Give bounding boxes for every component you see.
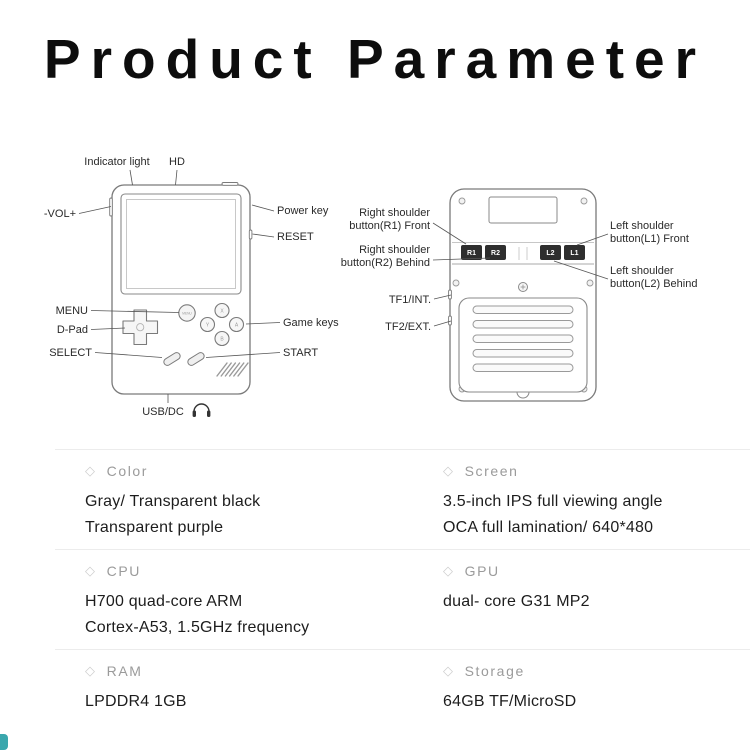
device-diagram: MENU X A B Y: [44, 156, 698, 418]
spec-header: ◇ GPU: [443, 563, 750, 579]
spec-value-line: 64GB TF/MicroSD: [443, 693, 577, 710]
spec-cell-screen: ◇ Screen 3.5-inch IPS full viewing angle…: [413, 463, 750, 541]
spec-row-2: ◇ CPU H700 quad-core ARM Cortex-A53, 1.5…: [55, 549, 750, 649]
spec-row-1: ◇ Color Gray/ Transparent black Transpar…: [55, 449, 750, 549]
label-menu: MENU: [56, 305, 88, 317]
diamond-icon: ◇: [443, 663, 455, 678]
spec-value-line: OCA full lamination/ 640*480: [443, 519, 654, 536]
label-dpad: D-Pad: [57, 324, 88, 336]
label-tf1: TF1/INT.: [389, 294, 431, 306]
label-vol: -VOL+: [44, 208, 76, 220]
page-title: Product Parameter: [43, 28, 707, 90]
tf2-slot: [448, 315, 452, 326]
back-device-drawing: R1 R2 L2 L1: [448, 188, 597, 402]
spec-value-gpu: dual- core G31 MP2: [443, 589, 750, 615]
spec-label-color: Color: [106, 463, 149, 479]
start-button: [187, 352, 205, 366]
spec-label-screen: Screen: [464, 463, 519, 479]
spec-cell-storage: ◇ Storage 64GB TF/MicroSD: [413, 663, 750, 715]
spec-value-color: Gray/ Transparent black Transparent purp…: [85, 489, 413, 541]
label-r1-line2: button(R1) Front: [349, 220, 430, 232]
diamond-icon: ◇: [443, 463, 455, 478]
label-hd: HD: [169, 156, 185, 168]
menu-button-glyph: MENU: [182, 311, 192, 315]
spec-value-line: Cortex-A53, 1.5GHz frequency: [85, 619, 310, 636]
label-indicator-light: Indicator light: [84, 156, 149, 168]
tf1-slot: [448, 289, 452, 300]
front-device-drawing: MENU X A B Y: [109, 182, 253, 417]
spec-value-line: dual- core G31 MP2: [443, 593, 590, 610]
spec-cell-gpu: ◇ GPU dual- core G31 MP2: [413, 563, 750, 641]
spec-value-screen: 3.5-inch IPS full viewing angle OCA full…: [443, 489, 750, 541]
spec-header: ◇ CPU: [85, 563, 413, 579]
vent-slots: [472, 305, 574, 372]
speaker-grille: [216, 362, 249, 377]
spec-value-line: Gray/ Transparent black: [85, 493, 261, 510]
diamond-icon: ◇: [85, 663, 97, 678]
diamond-icon: ◇: [85, 563, 97, 578]
spec-label-cpu: CPU: [106, 563, 141, 579]
label-tf2: TF2/EXT.: [385, 321, 431, 333]
menu-button: [178, 304, 196, 322]
power-key-bump: [221, 182, 239, 186]
cover-notch: [516, 391, 530, 399]
headphone-icon: [192, 403, 211, 417]
spec-header: ◇ Color: [85, 463, 413, 479]
label-l1-line1: Left shoulder: [610, 220, 674, 232]
game-button-b: B: [220, 336, 224, 342]
spec-value-cpu: H700 quad-core ARM Cortex-A53, 1.5GHz fr…: [85, 589, 413, 641]
page-edge-accent: [0, 734, 8, 750]
label-r2-line1: Right shoulder: [359, 244, 430, 256]
back-leader-lines: [432, 222, 609, 327]
spec-label-storage: Storage: [464, 663, 525, 679]
spec-value-line: H700 quad-core ARM: [85, 593, 243, 610]
label-l2-line2: button(L2) Behind: [610, 278, 697, 290]
label-l1-line2: button(L1) Front: [610, 233, 689, 245]
spec-table: ◇ Color Gray/ Transparent black Transpar…: [55, 449, 750, 723]
game-buttons: [199, 302, 245, 347]
label-reset: RESET: [277, 231, 314, 243]
front-leader-lines: [78, 169, 281, 403]
select-button: [163, 352, 181, 366]
l1-button-glyph: L1: [570, 250, 578, 257]
label-select: SELECT: [49, 347, 92, 359]
spec-label-gpu: GPU: [464, 563, 500, 579]
spec-value-ram: LPDDR4 1GB: [85, 689, 413, 715]
game-button-a: A: [235, 322, 239, 328]
center-screw: [518, 282, 528, 292]
game-button-x: X: [220, 308, 224, 314]
label-r2-line2: button(R2) Behind: [341, 257, 430, 269]
back-label-sticker: [488, 196, 558, 224]
diamond-icon: ◇: [443, 563, 455, 578]
label-power-key: Power key: [277, 205, 329, 217]
spec-cell-cpu: ◇ CPU H700 quad-core ARM Cortex-A53, 1.5…: [55, 563, 413, 641]
label-start: START: [283, 347, 318, 359]
label-l2-line1: Left shoulder: [610, 265, 674, 277]
spec-cell-ram: ◇ RAM LPDDR4 1GB: [55, 663, 413, 715]
label-usb-dc: USB/DC: [142, 406, 184, 418]
spec-value-line: Transparent purple: [85, 519, 224, 536]
spec-cell-color: ◇ Color Gray/ Transparent black Transpar…: [55, 463, 413, 541]
spec-header: ◇ Screen: [443, 463, 750, 479]
spec-value-storage: 64GB TF/MicroSD: [443, 689, 750, 715]
spec-label-ram: RAM: [106, 663, 143, 679]
spec-row-3: ◇ RAM LPDDR4 1GB ◇ Storage 64GB TF/Micro…: [55, 649, 750, 723]
label-r1-line1: Right shoulder: [359, 207, 430, 219]
reset-bump: [248, 229, 253, 240]
spec-value-line: LPDDR4 1GB: [85, 693, 187, 710]
shoulder-buttons: R1 R2 L2 L1: [461, 245, 585, 260]
l2-button-glyph: L2: [546, 250, 554, 257]
spec-header: ◇ RAM: [85, 663, 413, 679]
diamond-icon: ◇: [85, 463, 97, 478]
r1-button-glyph: R1: [467, 250, 476, 257]
dpad-cross: [122, 309, 159, 346]
label-game-keys: Game keys: [283, 317, 339, 329]
r2-button-glyph: R2: [491, 250, 500, 257]
spec-value-line: 3.5-inch IPS full viewing angle: [443, 493, 663, 510]
game-button-y: Y: [206, 322, 210, 328]
spec-header: ◇ Storage: [443, 663, 750, 679]
